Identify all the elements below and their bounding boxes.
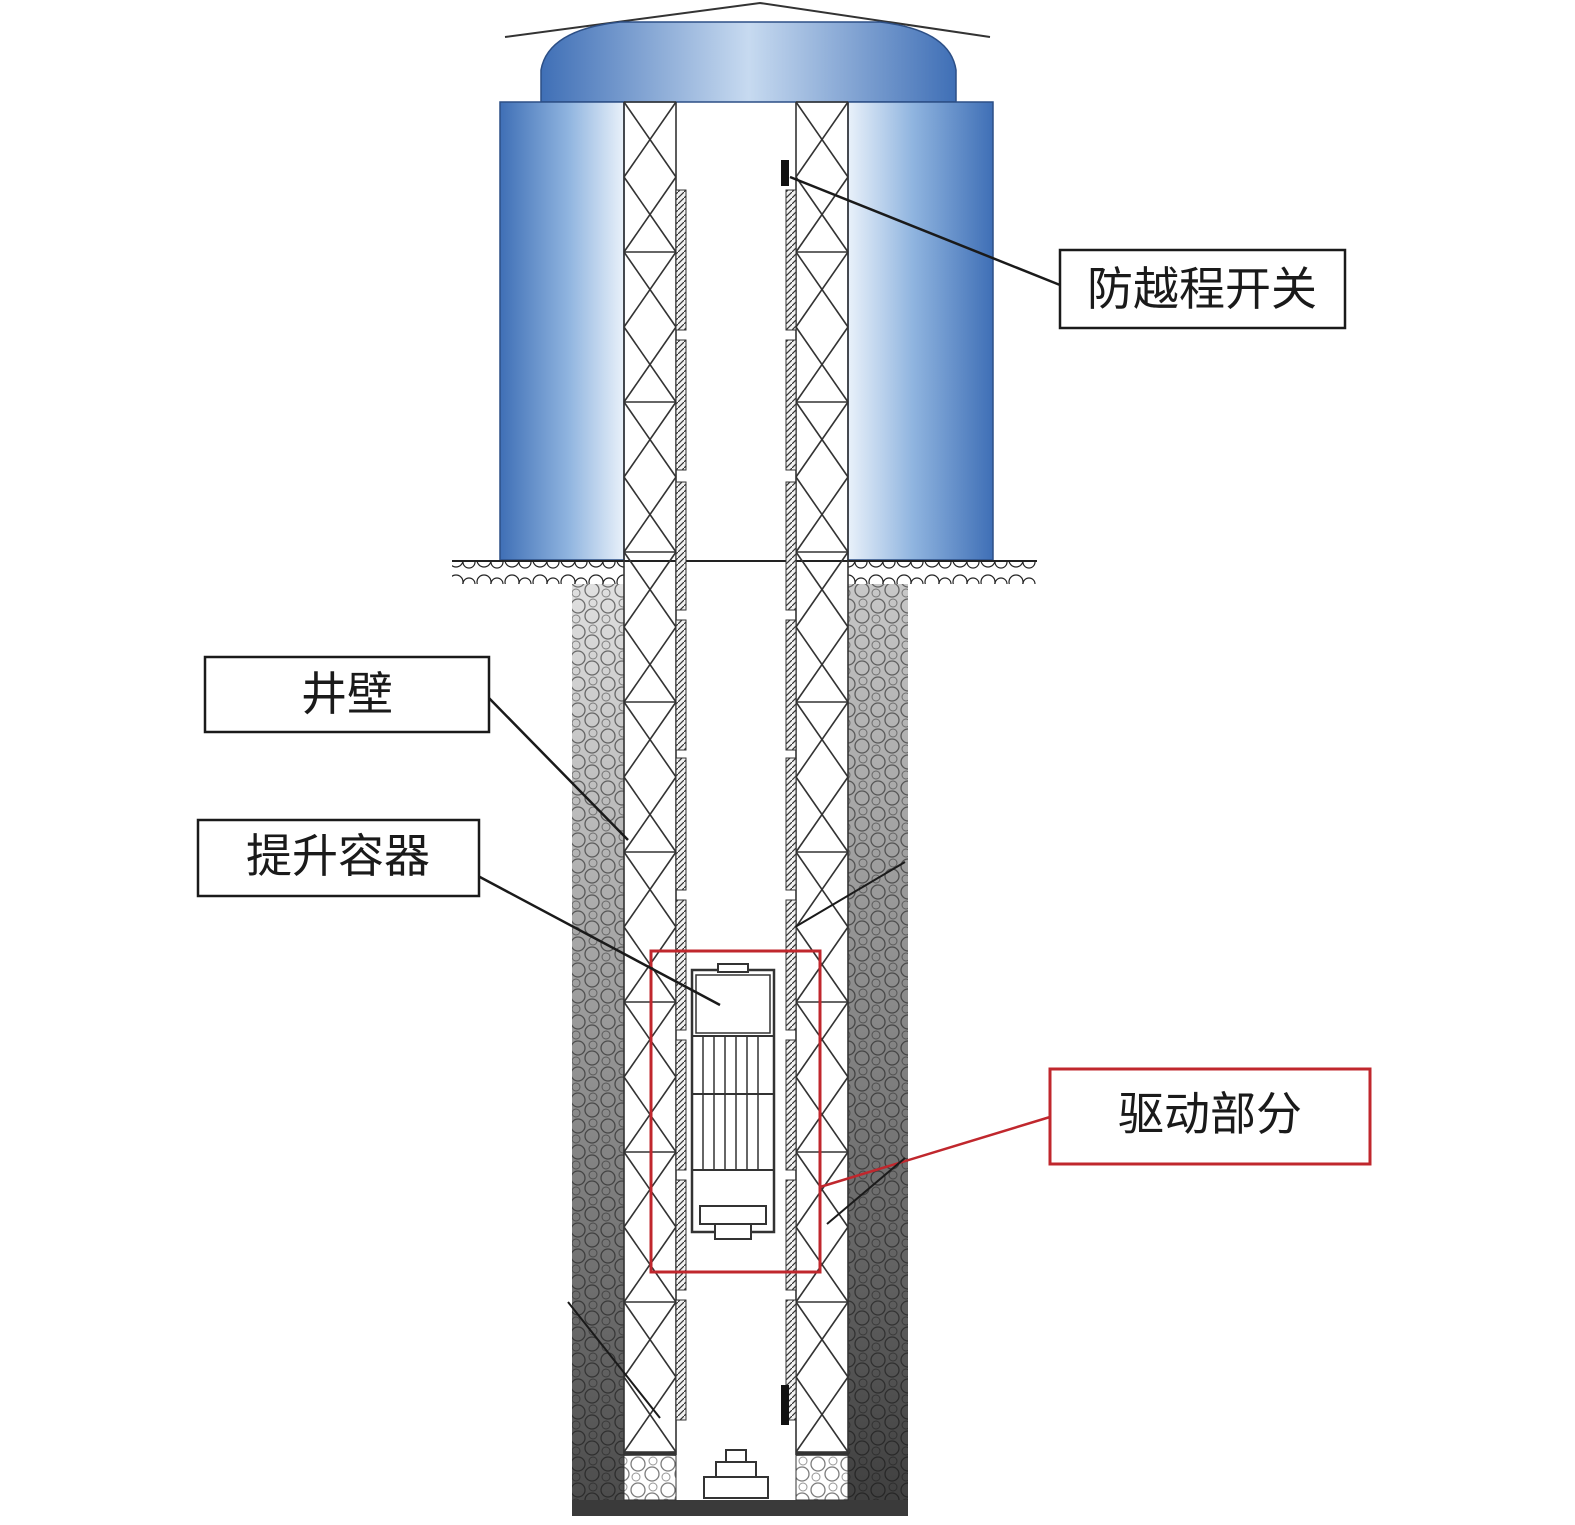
leader-overtravel-switch xyxy=(789,175,1061,287)
lattice-right-brace xyxy=(795,326,849,403)
guide-rail-right-segment xyxy=(785,619,797,751)
label-drive-section-text: 驱动部分 xyxy=(1118,1087,1302,1141)
label-drive-section: 驱动部分 xyxy=(1048,1067,1372,1166)
bottom-buffer xyxy=(703,1449,769,1499)
overtravel-switch-bottom xyxy=(781,1385,789,1425)
lattice-right-brace xyxy=(795,1001,849,1078)
lattice-right-brace xyxy=(795,101,849,178)
leader-drive-section xyxy=(819,1115,1051,1189)
lattice-right-brace xyxy=(795,626,849,703)
roof-line xyxy=(504,1,991,38)
lattice-tower-right xyxy=(795,101,849,1456)
lattice-left-brace xyxy=(623,401,677,478)
lattice-left-brace xyxy=(623,326,677,403)
leader-extra-bottom-left xyxy=(567,1301,661,1419)
lattice-left-brace xyxy=(623,626,677,703)
shaft-sump-left xyxy=(623,1454,677,1501)
label-hoisting-container-text: 提升容器 xyxy=(246,829,430,883)
lattice-right-brace xyxy=(795,776,849,853)
lattice-right-brace xyxy=(795,1226,849,1303)
label-overtravel-switch-text: 防越程开关 xyxy=(1087,262,1317,316)
lattice-left-brace xyxy=(623,1301,677,1378)
guide-rail-left-segment xyxy=(675,189,687,331)
ground-strip-right xyxy=(848,562,1036,584)
guide-rail-left-segment xyxy=(675,899,687,1031)
lattice-left-brace xyxy=(623,251,677,328)
guide-rail-right-segment xyxy=(785,899,797,1031)
rock-wall-left xyxy=(572,584,624,1512)
label-shaft-wall-text: 井壁 xyxy=(301,667,393,721)
lattice-left-brace xyxy=(623,476,677,553)
rock-wall-right xyxy=(848,584,908,1512)
headframe-dome xyxy=(540,21,957,103)
guide-rail-left-segment xyxy=(675,481,687,611)
lattice-right-brace xyxy=(795,926,849,1003)
guide-rail-right-segment xyxy=(785,1039,797,1171)
lattice-left-brace xyxy=(623,101,677,178)
lattice-left-brace xyxy=(623,1376,677,1453)
lattice-right-brace xyxy=(795,1151,849,1228)
leader-hoisting-container xyxy=(477,874,721,1007)
drive-section-highlight xyxy=(649,949,822,1274)
guide-rail-left-segment xyxy=(675,1039,687,1171)
lattice-right-brace xyxy=(795,476,849,553)
overtravel-switch-top xyxy=(781,160,789,186)
leader-extra-lower xyxy=(826,1157,906,1225)
lattice-left-brace xyxy=(623,176,677,253)
leader-shaft-wall xyxy=(485,694,629,841)
guide-rail-right-segment xyxy=(785,189,797,331)
shaft-bottom-fill xyxy=(572,1500,908,1516)
lattice-right-brace xyxy=(795,251,849,328)
lattice-right-brace xyxy=(795,1376,849,1453)
lattice-right-brace xyxy=(795,1076,849,1153)
guide-rail-right xyxy=(785,189,797,1421)
lattice-right-brace xyxy=(795,401,849,478)
guide-rail-right-segment xyxy=(785,481,797,611)
guide-rail-right-segment xyxy=(785,339,797,471)
guide-rail-right-segment xyxy=(785,1179,797,1291)
lattice-left-brace xyxy=(623,851,677,928)
guide-rail-left-segment xyxy=(675,339,687,471)
ground-strip-left xyxy=(452,562,624,584)
label-overtravel-switch: 防越程开关 xyxy=(1058,248,1347,330)
building-left-block xyxy=(499,101,625,561)
lattice-right-brace xyxy=(795,551,849,628)
label-hoisting-container: 提升容器 xyxy=(196,818,481,898)
lattice-right-brace xyxy=(795,701,849,778)
guide-rail-left-segment xyxy=(675,1299,687,1421)
lattice-right-brace xyxy=(795,851,849,928)
guide-rail-right-segment xyxy=(785,1299,797,1421)
guide-rail-right-segment xyxy=(785,757,797,891)
lattice-right-brace xyxy=(795,176,849,253)
lattice-right-brace xyxy=(795,1301,849,1378)
lattice-left-brace xyxy=(623,701,677,778)
building-right-block xyxy=(847,101,994,561)
lattice-left-brace xyxy=(623,776,677,853)
lattice-left-brace xyxy=(623,551,677,628)
guide-rail-left-segment xyxy=(675,619,687,751)
guide-rail-left-segment xyxy=(675,757,687,891)
leader-extra-upper xyxy=(794,861,906,928)
hoisting-container xyxy=(690,963,776,1240)
guide-rail-left-segment xyxy=(675,1179,687,1291)
label-shaft-wall: 井壁 xyxy=(203,655,491,734)
shaft-sump-right xyxy=(795,1454,849,1501)
guide-rail-left xyxy=(675,189,687,1421)
